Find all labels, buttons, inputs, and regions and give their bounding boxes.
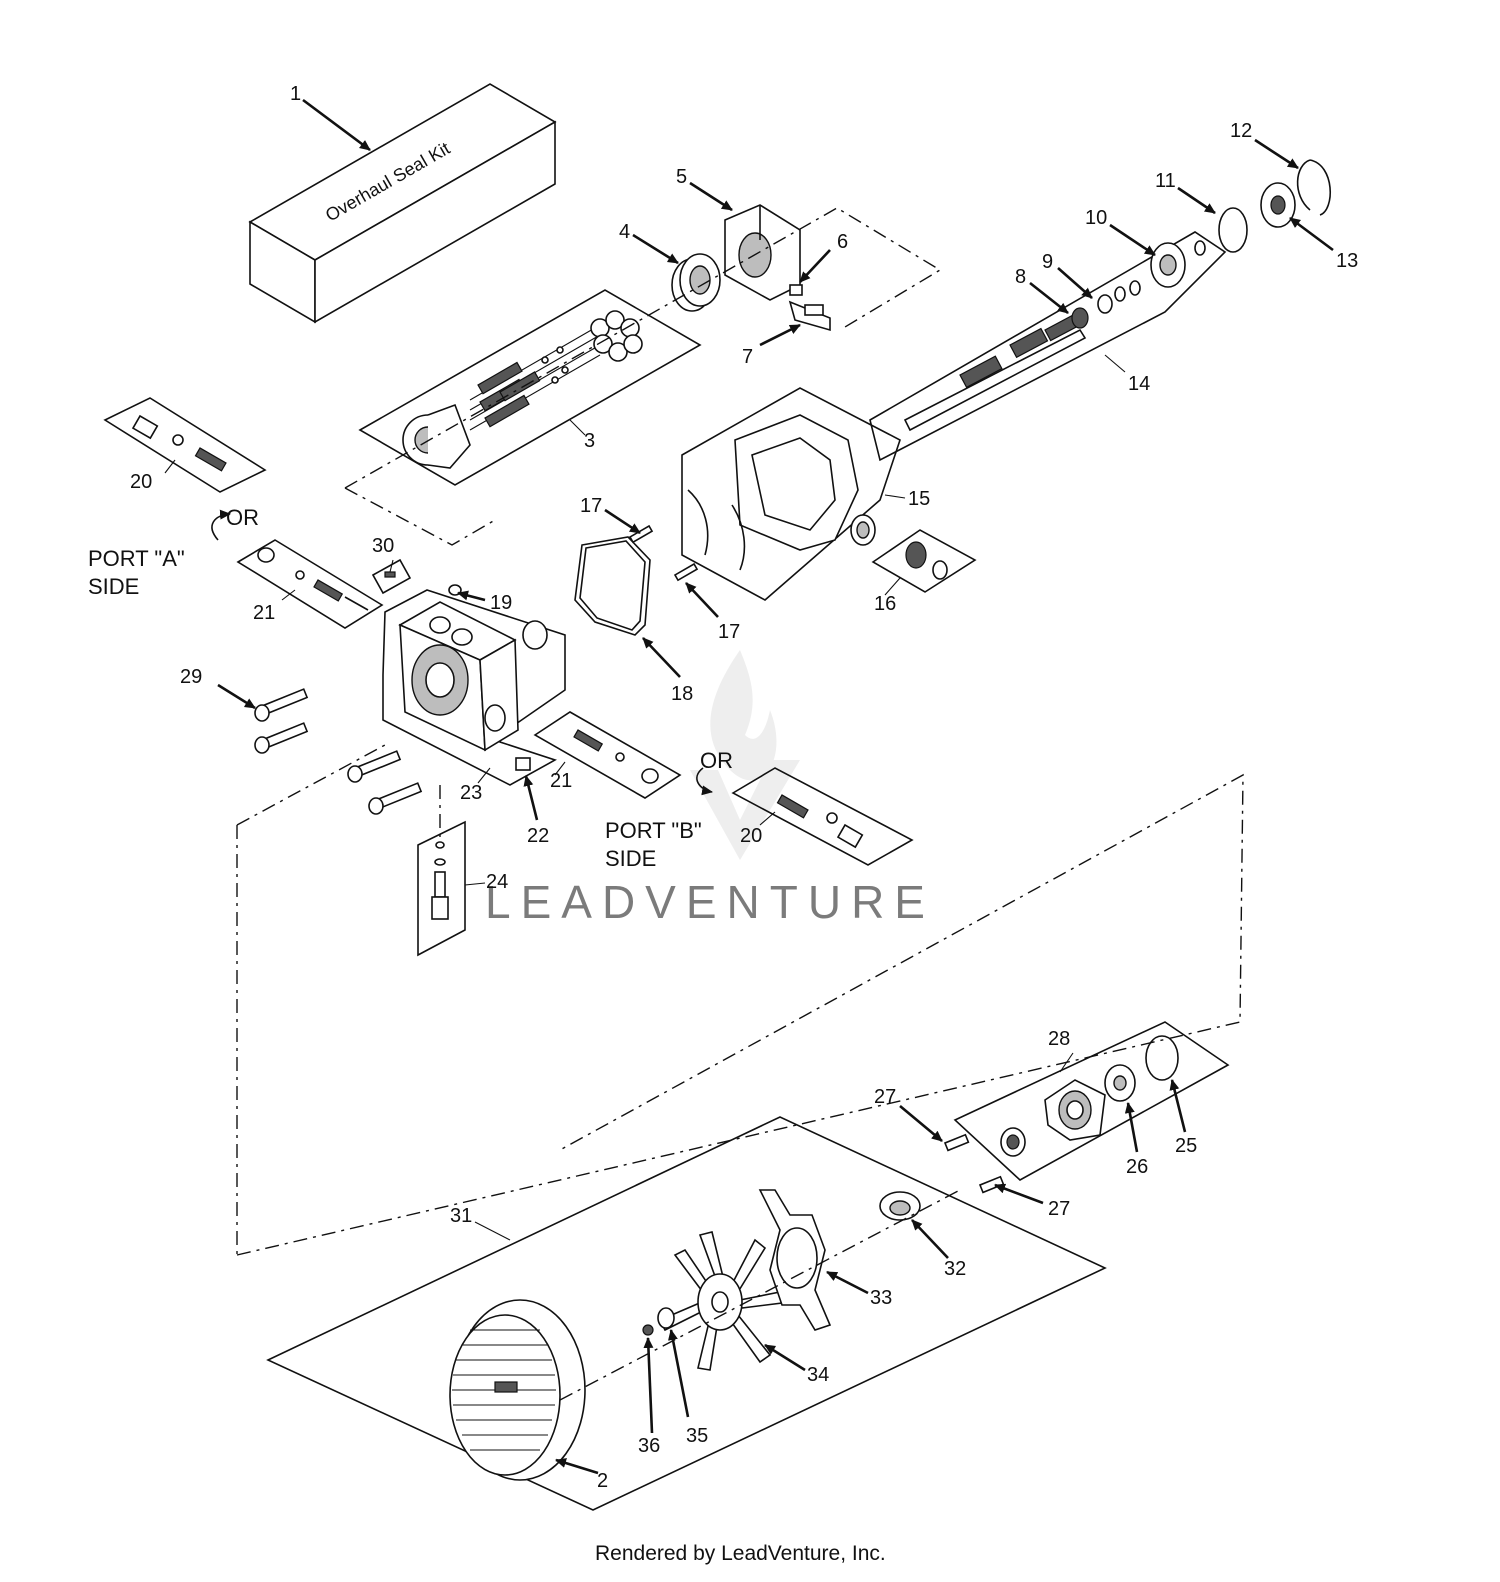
callout-2: 2	[597, 1470, 608, 1492]
callout-18: 18	[671, 683, 693, 705]
callout-33: 33	[870, 1287, 892, 1309]
callout-20-lower: 20	[740, 825, 762, 847]
bolts-29	[254, 688, 423, 815]
callout-17-lower: 17	[718, 621, 740, 643]
valve-panel-24	[417, 820, 466, 957]
check-valve-panel-b	[533, 711, 682, 799]
callout-14: 14	[1128, 373, 1150, 395]
housing-panel	[681, 387, 901, 601]
axis-line	[559, 1189, 961, 1401]
callout-5: 5	[676, 166, 687, 188]
callout-28: 28	[1048, 1028, 1070, 1050]
callout-6: 6	[837, 231, 848, 253]
fan-bracket-33	[758, 1189, 832, 1331]
relief-valve-panel-b	[731, 767, 914, 866]
callout-9: 9	[1042, 251, 1053, 273]
bolts-27	[943, 1133, 1005, 1194]
footer-credit: Rendered by LeadVenture, Inc.	[595, 1542, 886, 1565]
seal-kit-box: Overhaul Seal Kit	[248, 83, 557, 324]
relief-valve-panel-a	[103, 397, 267, 493]
watermark-logo	[690, 650, 800, 860]
callout-7: 7	[742, 346, 753, 368]
callout-34: 34	[807, 1364, 829, 1386]
callout-21-upper: 21	[253, 602, 275, 624]
end-cap-panel-28	[953, 1021, 1230, 1181]
callout-16: 16	[874, 593, 896, 615]
callout-23: 23	[460, 782, 482, 804]
callout-10: 10	[1085, 207, 1107, 229]
check-valve-panel-a	[236, 539, 384, 629]
center-section	[382, 584, 566, 786]
callout-19: 19	[490, 592, 512, 614]
callout-35: 35	[686, 1425, 708, 1447]
washer-nut	[642, 1307, 675, 1336]
callout-12: 12	[1230, 120, 1252, 142]
parts-11-13	[1218, 159, 1331, 253]
callout-1: 1	[290, 83, 301, 105]
callout-26: 26	[1126, 1156, 1148, 1178]
seal-panel-16	[871, 529, 977, 593]
pins-and-gasket	[574, 524, 699, 636]
callout-17-upper: 17	[580, 495, 602, 517]
callout-31: 31	[450, 1205, 472, 1227]
motor-dashed-outline	[236, 744, 1244, 1256]
shaft-kit-panel	[869, 231, 1227, 462]
callout-32: 32	[944, 1258, 966, 1280]
part-4-bearing	[671, 253, 721, 312]
fan-shroud-2	[449, 1299, 586, 1481]
callout-leaders	[164, 98, 1334, 1475]
callout-29: 29	[180, 666, 202, 688]
callout-3: 3	[584, 430, 595, 452]
callout-11: 11	[1155, 170, 1176, 192]
fan-34	[658, 1231, 791, 1371]
or-label-b: OR	[700, 748, 733, 773]
bearing-32	[879, 1191, 921, 1221]
callout-15: 15	[908, 488, 930, 510]
housing-dashed-outline	[344, 207, 942, 546]
part-5-bracket	[724, 204, 801, 301]
callout-22: 22	[527, 825, 549, 847]
callout-8: 8	[1015, 266, 1026, 288]
part-22-plug	[515, 757, 531, 771]
or-label-a: OR	[226, 505, 259, 530]
callout-13: 13	[1336, 250, 1358, 272]
callout-25: 25	[1175, 1135, 1197, 1157]
piston-kit-panel	[358, 289, 702, 486]
callout-27-upper: 27	[874, 1086, 896, 1108]
watermark-text: LEADVENTURE	[485, 876, 935, 928]
callout-numbers: 1 2 3 4 5 6 7 8 9 10 11 12 13 14 15 16 1…	[130, 83, 1358, 1492]
part-7-trunnion	[788, 284, 831, 332]
port-b-label-line1: PORT "B"	[605, 818, 702, 843]
port-b-label-line2: SIDE	[605, 846, 656, 871]
port-a-label-line1: PORT "A"	[88, 546, 185, 571]
callout-20-upper: 20	[130, 471, 152, 493]
port-a-label-line2: SIDE	[88, 574, 139, 599]
callout-21-lower: 21	[550, 770, 572, 792]
callout-36: 36	[638, 1435, 660, 1457]
callout-27-lower: 27	[1048, 1198, 1070, 1220]
callout-4: 4	[619, 221, 630, 243]
callout-30: 30	[372, 535, 394, 557]
callout-24: 24	[486, 871, 508, 893]
